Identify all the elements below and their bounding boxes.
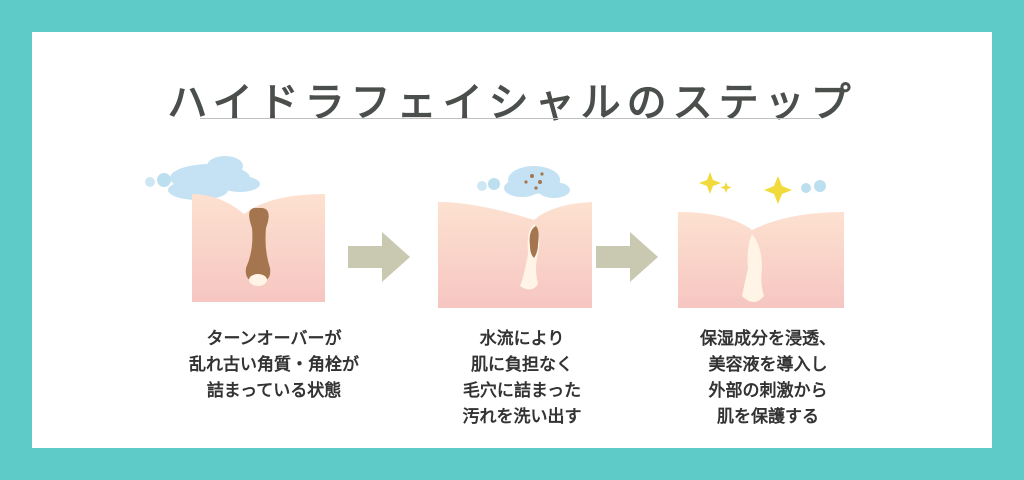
caption-line: 乱れ古い角質・角栓が [189, 355, 359, 375]
foam-bubbles [145, 156, 260, 200]
step3-caption: 保湿成分を浸透、 美容液を導入し 外部の刺激から 肌を保護する [638, 326, 898, 430]
step1-skin-illustration [145, 156, 325, 302]
step1-caption: ターンオーバーが 乱れ古い角質・角栓が 詰まっている状態 [144, 326, 404, 404]
step-arrow-2 [596, 232, 658, 282]
caption-line: 肌に負担なく [471, 355, 573, 375]
step3-skin-illustration [678, 172, 844, 308]
caption-line: 毛穴に詰まった [462, 381, 582, 401]
title-divider [200, 118, 820, 119]
water-bubbles [477, 166, 570, 198]
step2-caption: 水流により 肌に負担なく 毛穴に詰まった 汚れを洗い出す [392, 326, 652, 430]
step-arrow-1 [348, 232, 410, 282]
caption-line: 肌を保護する [717, 407, 819, 427]
clean-pore [742, 234, 764, 302]
caption-line: 詰まっている状態 [206, 381, 342, 401]
card: ハイドラフェイシャルのステップ [32, 32, 992, 448]
caption-line: 外部の刺激から [708, 381, 828, 401]
caption-line: 水流により [479, 329, 565, 349]
clogged-pore [245, 207, 271, 282]
caption-line: 汚れを洗い出す [462, 407, 582, 427]
step2-skin-illustration [438, 166, 592, 308]
caption-line: 保湿成分を浸透、 [700, 329, 836, 349]
sparkle-icon [699, 172, 826, 204]
page-title: ハイドラフェイシャルのステップ [167, 79, 857, 126]
caption-line: 美容液を導入し [708, 355, 828, 375]
caption-line: ターンオーバーが [206, 329, 342, 349]
